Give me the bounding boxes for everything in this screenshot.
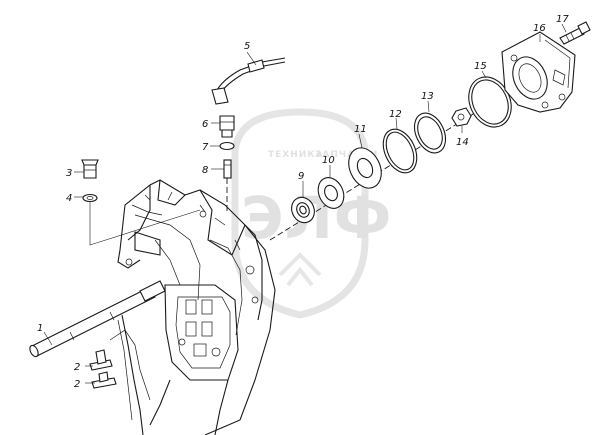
callout-2b: 2 [74,379,80,390]
part-6-sensor [219,115,235,138]
callout-13: 13 [421,91,434,102]
part-11-spacer [348,147,382,189]
leader-12 [395,117,398,130]
callout-1: 1 [37,323,43,334]
part-5-wiring-harness [211,57,286,105]
callout-12: 12 [389,109,402,120]
leader-13 [427,100,430,113]
leader-3-4-mount [89,202,201,246]
callout-4: 4 [66,193,72,204]
part-7-o-ring [219,141,235,151]
callout-3: 3 [66,168,72,179]
part-2-bracket-lower [91,371,117,389]
part-3-breather [81,159,99,179]
gearbox-housing [109,179,276,435]
part-12-o-ring-inner [385,131,415,171]
part-9-seal [291,196,315,224]
callout-15: 15 [474,61,487,72]
watermark-line2: ЗАПЧАСТИ [315,150,378,160]
part-17-bolt [559,21,591,45]
leader-15 [481,70,487,79]
callout-10: 10 [322,155,335,166]
watermark-line1: ТЕХНИКА [268,150,324,160]
callout-17: 17 [556,14,569,25]
part-14-nut [451,107,472,127]
callout-5: 5 [244,41,250,52]
callout-2a: 2 [74,362,80,373]
part-10-washer [317,177,345,209]
leader-11 [358,133,363,149]
callout-14: 14 [456,137,469,148]
leader-17 [561,23,567,33]
callout-8: 8 [202,165,208,176]
callout-6: 6 [202,119,208,130]
watermark-logo-text: ЭЛФ [241,184,392,252]
wheat-icon [278,252,322,287]
callout-7: 7 [202,142,209,153]
callout-16: 16 [533,23,546,34]
part-2-bracket-upper [89,349,113,371]
part-8-pin [223,159,232,179]
leader-5 [246,51,257,66]
part-1-shift-rod [29,280,166,358]
part-16-cover [501,31,576,113]
part-13-plate [413,112,447,154]
part-4-washer [82,193,98,203]
part-15-large-o-ring-inner [471,79,509,125]
callout-11: 11 [354,124,367,135]
watermark-logo: ТЕХНИКА ЗАПЧАСТИ ЭЛФ [231,108,392,319]
leader-1 [43,331,53,346]
part-4-washer-hole [86,196,94,200]
callout-9: 9 [298,171,304,182]
